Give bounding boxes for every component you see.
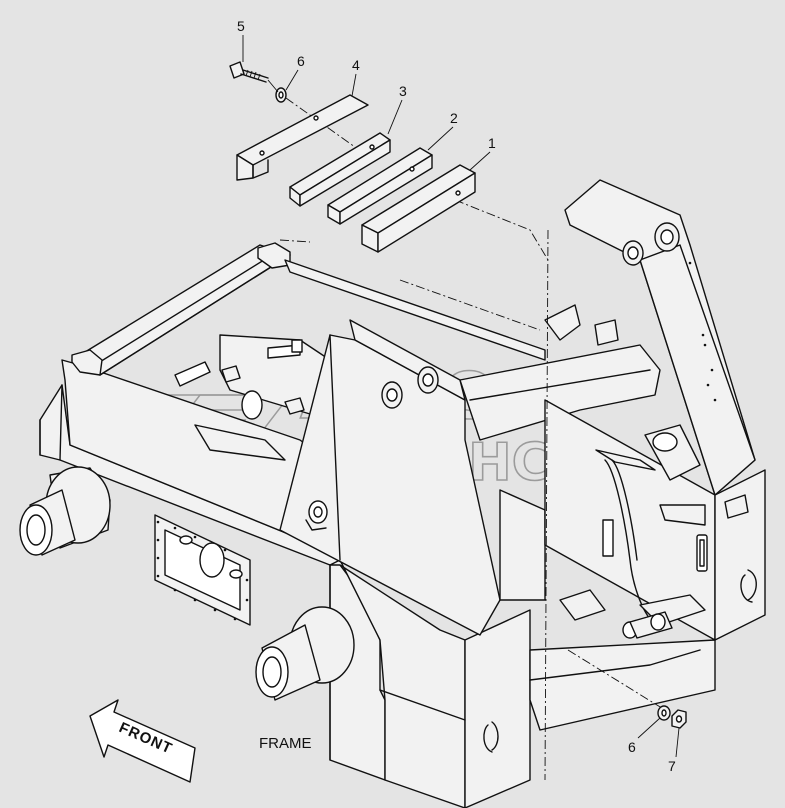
floor-slot: [174, 361, 211, 387]
rear-slot-2: [602, 519, 614, 557]
part-7-nut: [671, 709, 687, 729]
lower-mount: [559, 589, 606, 621]
upright-bolts: [688, 261, 717, 402]
left-axle-housing-rear: [255, 606, 355, 701]
upper-bracket: [544, 304, 581, 341]
floor-tab: [291, 339, 303, 353]
center-box: [499, 489, 546, 601]
front-lower-panel: [329, 559, 466, 808]
part-5-bolt: [229, 61, 269, 83]
pivot-bosses-center: [381, 366, 439, 409]
front-right-panel: [464, 609, 531, 808]
rail-end-cap-left: [71, 349, 103, 376]
small-bracket-2: [284, 397, 305, 415]
access-hole: [199, 542, 225, 578]
rear-cross-member: [284, 259, 546, 361]
callout-6-lower: 6: [628, 739, 636, 755]
part-6-washer-upper: [275, 87, 287, 103]
main-frame: [19, 179, 766, 808]
mount-bracket: [659, 504, 706, 526]
rear-bottom: [529, 639, 716, 731]
part-6-washer-lower: [657, 705, 671, 721]
callouts: 5 6 4 3 2 1 6 7: [237, 18, 680, 774]
callout-6-upper: 6: [297, 53, 305, 69]
front-direction-arrow: FRONT: [89, 699, 196, 783]
callout-4: 4: [352, 57, 360, 73]
mount-plate: [595, 449, 656, 471]
exploded-parts: [229, 61, 687, 729]
upper-bracket-2: [594, 319, 619, 346]
panel-bolts: [156, 520, 249, 621]
cross-beam: [459, 344, 661, 441]
callout-7: 7: [668, 758, 676, 774]
callout-5: 5: [237, 18, 245, 34]
small-bracket: [221, 365, 241, 383]
callout-2: 2: [450, 110, 458, 126]
center-tower: [279, 334, 501, 636]
callout-1: 1: [488, 135, 496, 151]
front-arrow-icon: [89, 699, 196, 783]
hydraulic-fittings: [622, 594, 706, 639]
callout-3: 3: [399, 83, 407, 99]
floor-hole: [241, 390, 263, 420]
rear-right-end: [714, 469, 766, 641]
floor-plate: [194, 424, 286, 461]
left-axle-housing-front: [19, 466, 111, 556]
rear-tab: [724, 494, 749, 519]
diagram-caption: FRAME: [259, 735, 312, 752]
